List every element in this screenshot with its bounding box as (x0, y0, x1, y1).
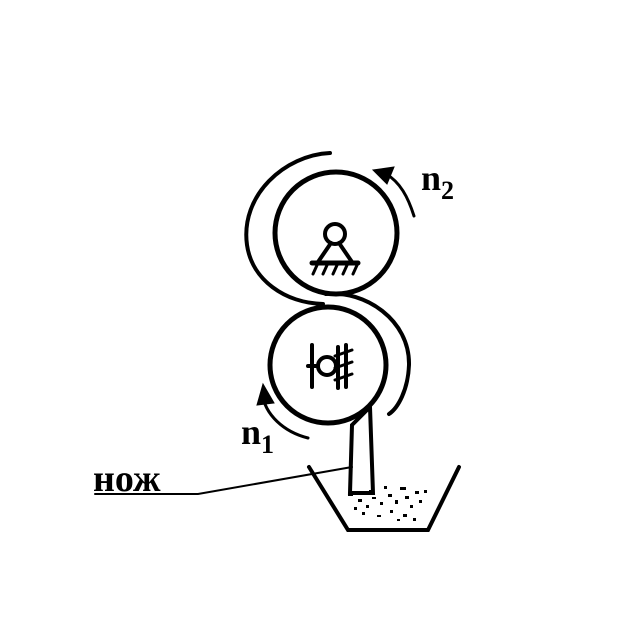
arrowhead-n1-icon (256, 382, 275, 406)
knife-leader-line (94, 466, 353, 495)
arrowhead-n2-icon (371, 166, 395, 185)
knife-blade (347, 402, 376, 495)
label-knife: нож (93, 458, 161, 500)
material-web-upper-wrap (244, 151, 332, 306)
upper-roller (272, 169, 400, 297)
collecting-tray (307, 465, 461, 532)
lower-roller (267, 304, 389, 426)
shavings (348, 486, 427, 521)
material-web-lower-wrap (324, 291, 412, 416)
fixed-pivot-icon (309, 222, 361, 276)
label-n2: n2 (421, 158, 454, 205)
movable-bearing-icon (306, 343, 354, 390)
label-n1: n1 (241, 412, 274, 459)
